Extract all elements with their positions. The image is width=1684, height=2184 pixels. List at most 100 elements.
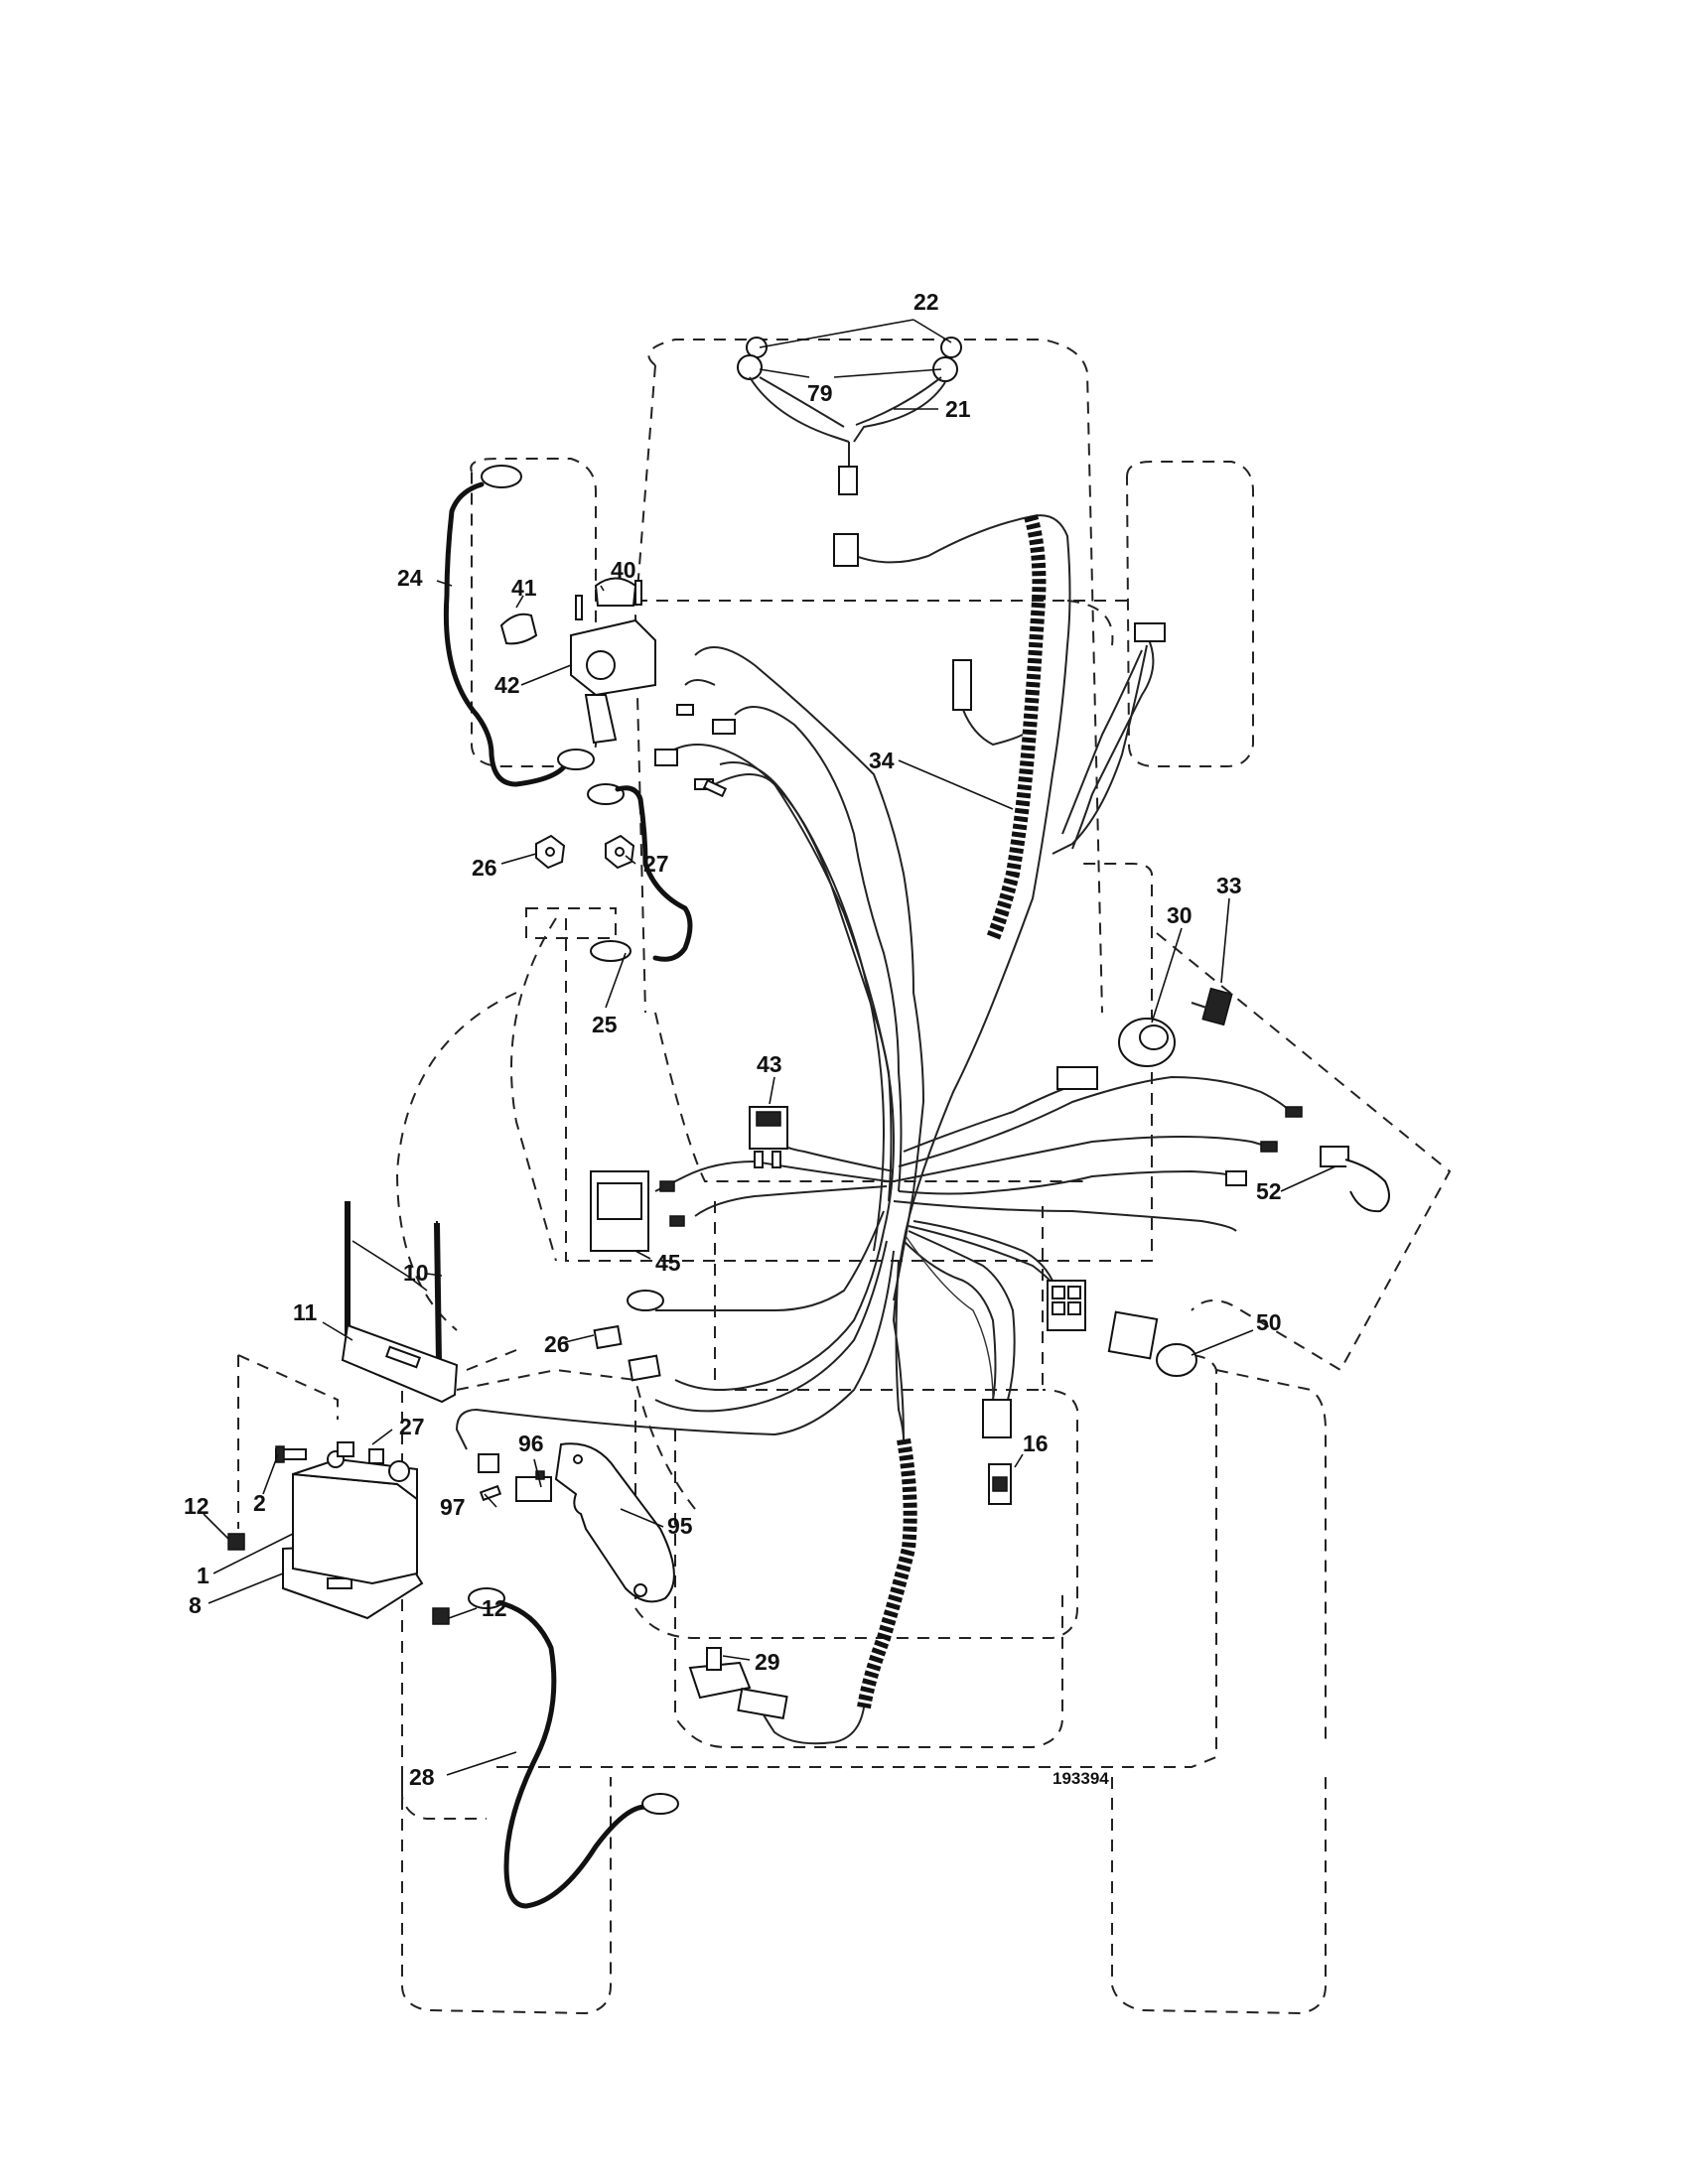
terminal-a: [676, 704, 694, 716]
callout-43: 42: [494, 672, 520, 698]
ground-ring-eye: [627, 1290, 664, 1311]
solenoid: [499, 577, 656, 745]
leader-lines: [203, 319, 1336, 1776]
bracket-95-hole-2: [633, 1583, 647, 1597]
nut-12-left: [227, 1533, 245, 1551]
connector-6pin-cell-1: [1052, 1286, 1065, 1299]
cable-25: [525, 783, 693, 962]
holddown-10-11: [341, 1200, 459, 1404]
callout-labels: 22 79 21 24 41 40 42 34 26 27 25 33 30 4…: [184, 289, 1282, 1790]
holddown-slot: [384, 1345, 422, 1369]
callout-27-c: 27: [399, 1414, 425, 1439]
callout-29: 29: [755, 1649, 780, 1675]
battery-assembly: [227, 1441, 450, 1625]
callout-79: 79: [807, 380, 833, 406]
callout-1: 1: [197, 1563, 210, 1588]
callout-28: 28: [409, 1764, 435, 1790]
key-33: [1201, 987, 1233, 1026]
terminal-e: [702, 778, 728, 798]
tractor-outline: [237, 339, 1452, 2015]
terminal-right-3: [1225, 1170, 1247, 1186]
battery-terminal-pos: [388, 1460, 410, 1482]
ignition-switch-30: [1056, 987, 1233, 1090]
callout-16: 16: [1023, 1431, 1049, 1456]
cable-24-ring-bottom: [557, 749, 595, 770]
battery-body: [292, 1472, 418, 1585]
right-terminals: [1225, 1106, 1390, 1213]
switch-34-term-2: [772, 1151, 781, 1168]
module-45-terminal-1: [659, 1180, 675, 1192]
solenoid-boot: [499, 613, 538, 645]
callout-52: 52: [1256, 1178, 1282, 1204]
seat-switch-plug: [737, 1688, 788, 1719]
terminal-b: [712, 719, 736, 735]
switch-96-plunger: [535, 1470, 545, 1480]
callout-41: 40: [611, 557, 636, 583]
nut-27-c: [337, 1441, 354, 1457]
callout-45: 45: [655, 1250, 681, 1276]
nuts-27: [535, 834, 635, 870]
connector-right-top: [1134, 622, 1166, 642]
callout-10: 10: [403, 1260, 429, 1286]
callout-27-b: 27: [643, 851, 669, 877]
terminal-right-1: [1285, 1106, 1303, 1118]
cable-24-ring-top: [481, 465, 522, 488]
cable-28-ring-bottom: [641, 1793, 679, 1815]
module-45-terminal-2: [669, 1215, 685, 1227]
callout-12-a: 12: [184, 1493, 210, 1519]
connector-6pin-cell-2: [1067, 1286, 1081, 1299]
terminal-c: [654, 749, 678, 766]
switch-34-term-1: [754, 1151, 764, 1168]
nut-27-a-hole: [545, 847, 555, 857]
nut-27-b-hole: [615, 847, 625, 857]
right-front-wires: [952, 622, 1166, 850]
solenoid-cap: [594, 577, 637, 607]
callout-33: 33: [1216, 873, 1242, 898]
callout-21: 21: [945, 396, 971, 422]
ignition-face: [1139, 1024, 1169, 1050]
seat-switch-29: [688, 1647, 788, 1719]
harness-plug-top: [833, 533, 859, 567]
connector-6pin-cell-4: [1067, 1301, 1081, 1315]
holddown-bracket: [341, 1323, 459, 1404]
nut-27-d: [368, 1448, 384, 1464]
drawing-number: 193394: [1052, 1769, 1109, 1788]
connectors-26: [593, 1324, 661, 1382]
solenoid-body: [586, 650, 616, 680]
ground-ring: [627, 1290, 664, 1311]
plug-52: [1320, 1146, 1349, 1167]
terminal-right-2: [1260, 1141, 1278, 1153]
solenoid-stem: [584, 694, 618, 745]
ignition-connector: [1056, 1066, 1098, 1090]
battery-tray-slot-3: [327, 1577, 352, 1589]
cable-25-ring-top: [587, 783, 625, 805]
nut-12-right: [432, 1607, 450, 1625]
main-harness-wires: [455, 514, 1292, 1450]
switch-34-rocker: [756, 1111, 781, 1127]
callout-30: 30: [1167, 902, 1193, 928]
connector-6pin-cell-3: [1052, 1301, 1065, 1315]
seat-switch-body: [688, 1661, 752, 1700]
cable-24: [443, 465, 595, 787]
bracket-95: [478, 1442, 675, 1603]
solenoid-screw-1: [575, 595, 583, 620]
callout-11: 11: [293, 1299, 318, 1325]
cable-28: [468, 1587, 679, 1909]
cable-25-ring-bottom: [590, 940, 632, 962]
callout-96: 96: [518, 1431, 544, 1456]
callout-8: 8: [189, 1592, 202, 1618]
plug-16-cap: [992, 1476, 1008, 1492]
solenoid-screw-2: [634, 580, 642, 606]
headlight-connector: [838, 466, 858, 495]
callout-22: 22: [913, 289, 939, 315]
switch-34: [749, 1106, 788, 1168]
connector-26: [593, 1324, 623, 1350]
seat-switch-plunger: [706, 1647, 722, 1671]
callout-12-b: 12: [482, 1595, 507, 1621]
callout-42: 41: [511, 575, 537, 601]
bolt-2-head: [275, 1445, 285, 1463]
pto-switch-body: [1107, 1310, 1159, 1360]
cable-28-ring-top: [468, 1587, 505, 1609]
callout-34: 43: [757, 1051, 782, 1077]
